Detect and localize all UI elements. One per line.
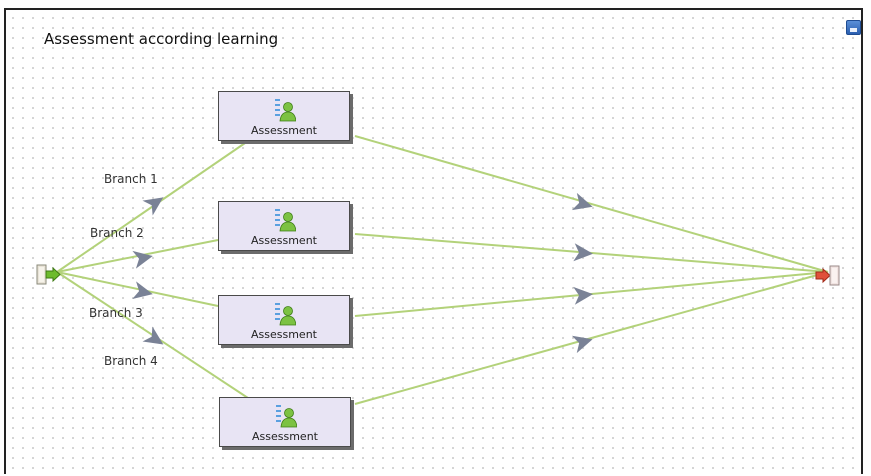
assessment-node-3[interactable]: Assessment xyxy=(218,295,350,345)
flow-arrow-icon xyxy=(571,335,593,354)
branch-label-4: Branch 4 xyxy=(104,354,158,368)
diagram-title: Assessment according learning xyxy=(44,30,279,48)
flow-arrow-icon xyxy=(142,197,164,216)
branch-label-3: Branch 3 xyxy=(89,306,143,320)
assessment-node-label: Assessment xyxy=(251,328,317,341)
assessment-node-4[interactable]: Assessment xyxy=(219,397,351,447)
assessment-node-1[interactable]: Assessment xyxy=(218,91,350,141)
branch-label-1: Branch 1 xyxy=(104,172,158,186)
assessment-node-2[interactable]: Assessment xyxy=(218,201,350,251)
branch-label-2: Branch 2 xyxy=(90,226,144,240)
branch-1-out-connector[interactable] xyxy=(354,135,829,273)
assessment-node-label: Assessment xyxy=(252,430,318,443)
save-icon[interactable] xyxy=(846,20,861,35)
assessment-user-icon xyxy=(275,209,296,232)
assessment-user-icon xyxy=(276,405,297,428)
flow-arrow-icon xyxy=(573,286,593,305)
flow-arrow-icon xyxy=(573,243,593,262)
flow-arrow-icon xyxy=(142,326,164,345)
assessment-user-icon xyxy=(275,303,296,326)
flow-arrow-icon xyxy=(571,192,593,211)
branch-4-out-connector[interactable] xyxy=(354,271,829,405)
assessment-node-label: Assessment xyxy=(251,234,317,247)
end-door-icon[interactable] xyxy=(815,263,841,289)
flow-arrow-icon xyxy=(132,281,153,299)
branch-3-in-connector[interactable] xyxy=(56,271,219,307)
assessment-node-label: Assessment xyxy=(251,124,317,137)
assessment-user-icon xyxy=(275,99,296,122)
flow-arrow-icon xyxy=(132,250,153,269)
start-door-icon[interactable] xyxy=(36,262,62,288)
